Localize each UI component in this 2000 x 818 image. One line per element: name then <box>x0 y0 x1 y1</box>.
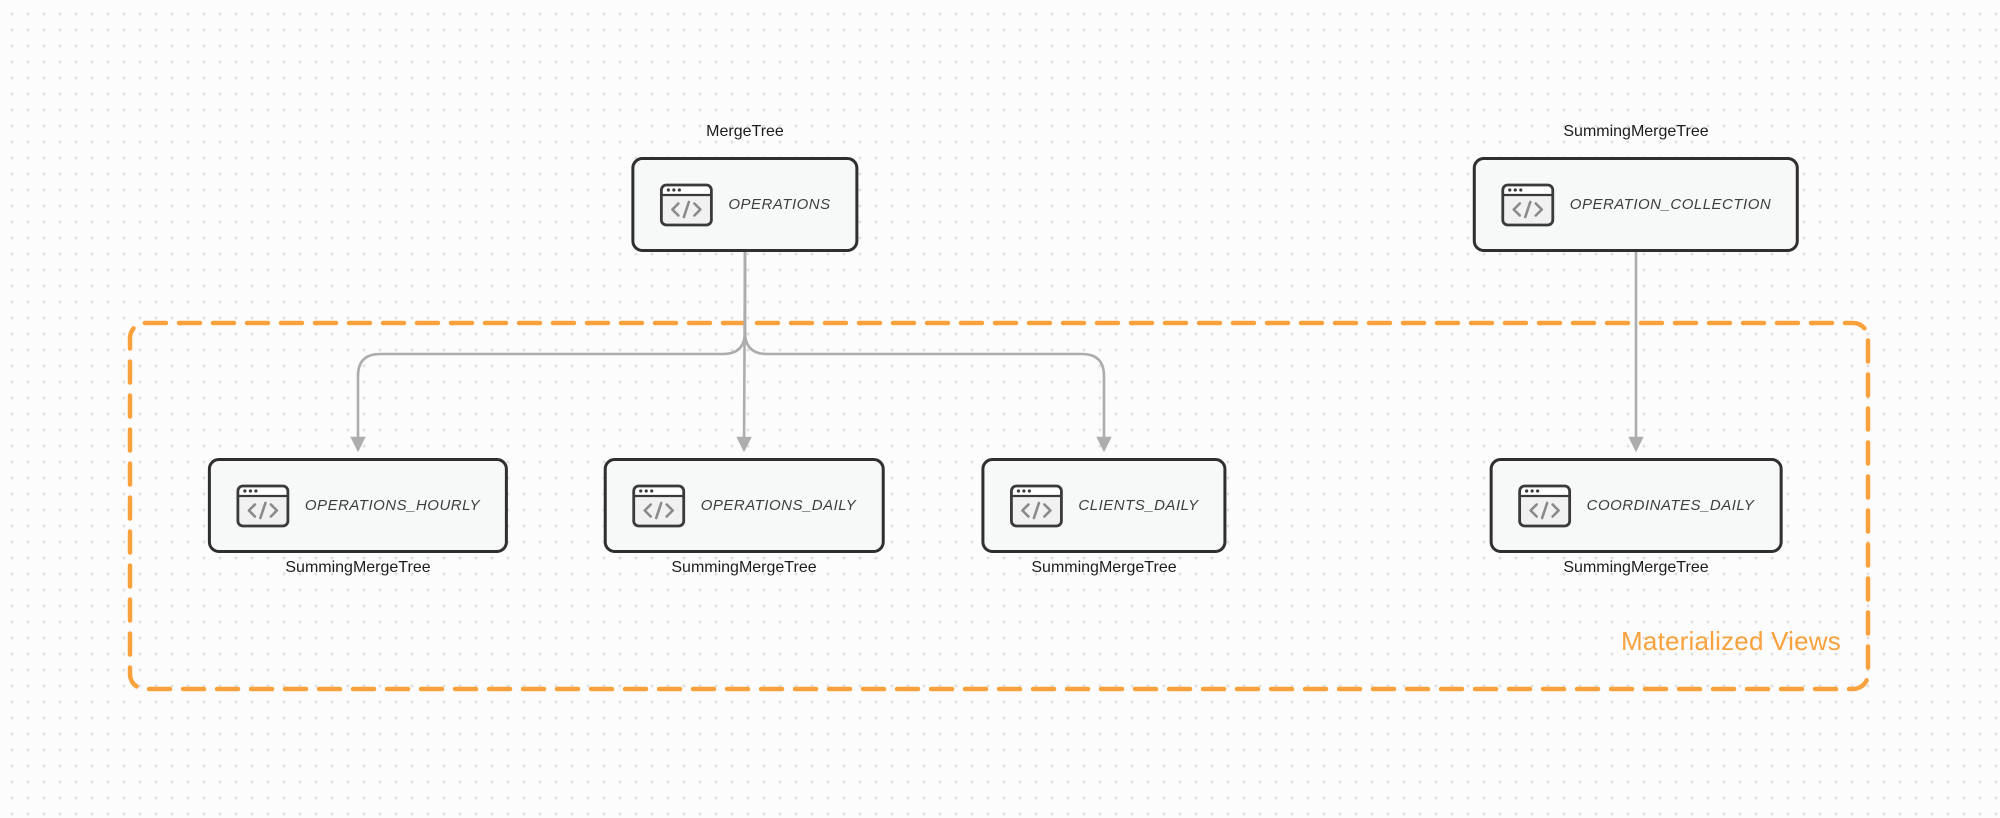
node-operation-collection[interactable]: OPERATION_COLLECTION <box>1472 157 1800 252</box>
edge-operations-to-operations-hourly <box>350 252 747 453</box>
edge-operations-to-operations-daily <box>736 251 752 453</box>
engine-label-operations-daily: SummingMergeTree <box>671 559 817 576</box>
engine-label-operations: MergeTree <box>706 123 784 140</box>
code-window-icon <box>659 183 713 226</box>
node-coordinates-daily[interactable]: COORDINATES_DAILY <box>1489 458 1783 553</box>
code-window-icon <box>1501 183 1555 226</box>
engine-label-clients-daily: SummingMergeTree <box>1031 559 1177 576</box>
node-label-operations-hourly: OPERATIONS_HOURLY <box>304 497 481 514</box>
code-window-icon <box>1010 484 1063 527</box>
node-label-coordinates-daily: COORDINATES_DAILY <box>1586 497 1755 514</box>
node-clients-daily[interactable]: CLIENTS_DAILY <box>981 458 1227 553</box>
engine-label-operation-collection: SummingMergeTree <box>1563 123 1709 140</box>
node-operations-hourly[interactable]: OPERATIONS_HOURLY <box>207 458 509 553</box>
engine-label-coordinates-daily: SummingMergeTree <box>1563 559 1709 576</box>
engine-label-operations-hourly: SummingMergeTree <box>285 559 431 576</box>
materialized-views-group-label: Materialized Views <box>1621 626 1841 656</box>
node-operations[interactable]: OPERATIONS <box>631 157 859 252</box>
node-operations-daily[interactable]: OPERATIONS_DAILY <box>603 458 885 553</box>
node-label-operations: OPERATIONS <box>728 196 831 213</box>
code-window-icon <box>236 484 290 527</box>
node-label-operation-collection: OPERATION_COLLECTION <box>1569 196 1772 213</box>
node-label-operations-daily: OPERATIONS_DAILY <box>700 497 857 514</box>
node-label-clients-daily: CLIENTS_DAILY <box>1078 497 1199 514</box>
code-window-icon <box>1518 484 1572 527</box>
code-window-icon <box>632 484 686 527</box>
edge-operations-to-clients-daily <box>743 252 1112 453</box>
